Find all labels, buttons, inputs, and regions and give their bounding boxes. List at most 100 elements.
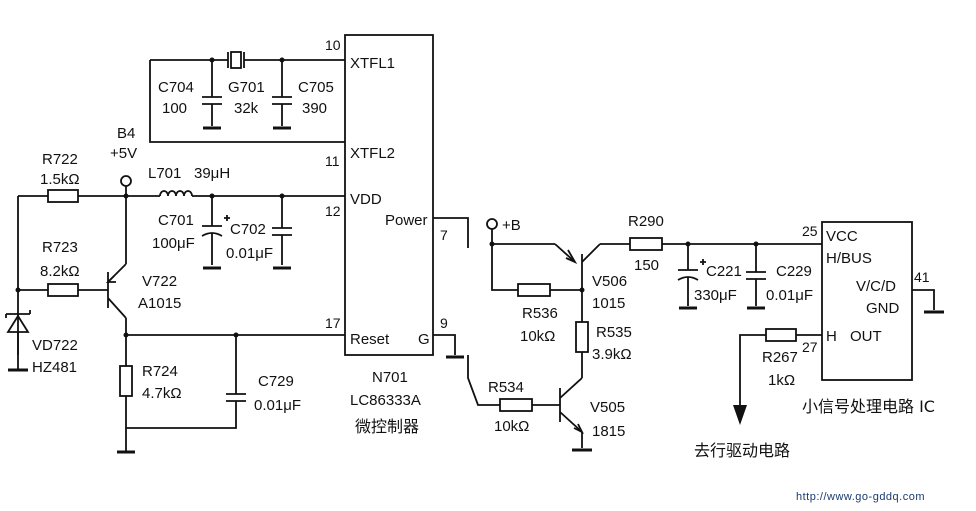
c705-val: 390 [302,100,327,117]
pin-label-vdd: VDD [350,191,382,208]
pin-number-12: 12 [325,203,341,219]
r534-ref: R534 [488,379,524,396]
pin-number-7: 7 [440,227,448,243]
r536-ref: R536 [522,305,558,322]
c704-ref: C704 [158,79,194,96]
pin-label-xtfl1: XTFL1 [350,55,395,72]
pin-label-out: OUT [850,328,882,345]
terminal-b4 [120,175,132,187]
watermark-url: http://www.go-gddq.com [796,491,925,503]
c221-val: 330μF [694,287,737,304]
r267-val: 1kΩ [768,372,795,389]
pin-number-10: 10 [325,37,341,53]
resistor-r723 [47,283,79,297]
junction-dot [489,241,495,247]
c702-val: 0.01μF [226,245,273,262]
r724-val: 4.7kΩ [142,385,182,402]
pin-number-11: 11 [325,153,340,169]
junction-dot [15,287,21,293]
r723-ref: R723 [42,239,78,256]
pin-number-27: 27 [802,339,818,355]
c729-ref: C729 [258,373,294,390]
c729-val: 0.01μF [254,397,301,414]
ic-n701-desc: 微控制器 [355,417,419,436]
c705-ref: C705 [298,79,334,96]
pin-number-41: 41 [914,269,930,285]
pin-number-9: 9 [440,315,448,331]
v505-val: 1815 [592,423,625,440]
pin-label-g: G [418,331,430,348]
v506-ref: V506 [592,273,627,290]
resistor-r534 [499,398,533,412]
terminal-plusb [486,218,498,230]
r267-ref: R267 [762,349,798,366]
g701-ref: G701 [228,79,265,96]
left-rail [17,196,108,355]
c701-ref: C701 [158,212,194,229]
vd722-val: HZ481 [32,359,77,376]
v506-val: 1015 [592,295,625,312]
v722-ref: V722 [142,273,177,290]
pin-number-17: 17 [325,315,341,331]
c701-val: 100μF [152,235,195,252]
pin-label-vcc: VCC [826,228,858,245]
resistor-r722 [47,189,79,203]
ic-n701-body [344,34,434,356]
capacitor-c705 [272,60,292,130]
ic-small-signal-body [821,221,913,381]
capacitor-c701 [201,196,230,270]
c221-ref: C221 [706,263,742,280]
pin-label-hbus: H/BUS [826,250,872,267]
resistor-r290 [629,237,663,251]
transistor-v722 [105,196,127,335]
vdd-rail [18,186,345,197]
r722-val: 1.5kΩ [40,171,80,188]
resistor-r267 [765,328,797,342]
capacitor-c702 [272,196,292,270]
inductor-l701 [159,190,193,197]
resistor-r536 [517,283,551,297]
pin-label-vcd: V/C/D [856,278,896,295]
capacitor-c704 [202,60,222,130]
pin-label-power: Power [385,212,428,229]
capacitor-c221 [677,244,706,310]
pin-label-gnd: GND [866,300,900,317]
resistor-r535 [575,321,589,353]
pin-label-reset: Reset [350,331,390,348]
ic-n701-part: LC86333A [350,392,421,409]
ic-n701-ref: N701 [372,369,408,386]
vd722-ref: VD722 [32,337,78,354]
zener-vd722 [5,310,31,372]
l701-val: 39μH [194,165,230,182]
r722-ref: R722 [42,151,78,168]
transistor-v506 [554,243,601,292]
pin9-wire [433,334,456,355]
capacitor-c729 [226,335,246,410]
r535-ref: R535 [596,324,632,341]
r724-wire [125,335,237,429]
arrow-down-icon [733,405,747,425]
v505-ref: V505 [590,399,625,416]
r534-val: 10kΩ [494,418,529,435]
pin-label-xtfl2: XTFL2 [350,145,395,162]
r724-ref: R724 [142,363,178,380]
power-line [433,217,469,248]
reset-to-r534 [467,355,560,406]
plusb-label: +B [502,217,521,234]
r723-val: 8.2kΩ [40,263,80,280]
crystal-g701 [210,51,262,69]
r536-val: 10kΩ [520,328,555,345]
crystal-left-wire [149,60,345,143]
drive-circuit-note: 去行驱动电路 [694,441,790,460]
transistor-v505 [559,360,592,452]
capacitor-c229 [746,244,766,310]
h-out-wire [739,334,822,405]
r535-val: 3.9kΩ [592,346,632,363]
g701-val: 32k [234,100,259,117]
resistor-r724 [119,365,133,397]
ic-small-desc: 小信号处理电路 IC [802,397,935,416]
v722-val: A1015 [138,295,181,312]
l701-ref: L701 [148,165,181,182]
c229-ref: C229 [776,263,812,280]
